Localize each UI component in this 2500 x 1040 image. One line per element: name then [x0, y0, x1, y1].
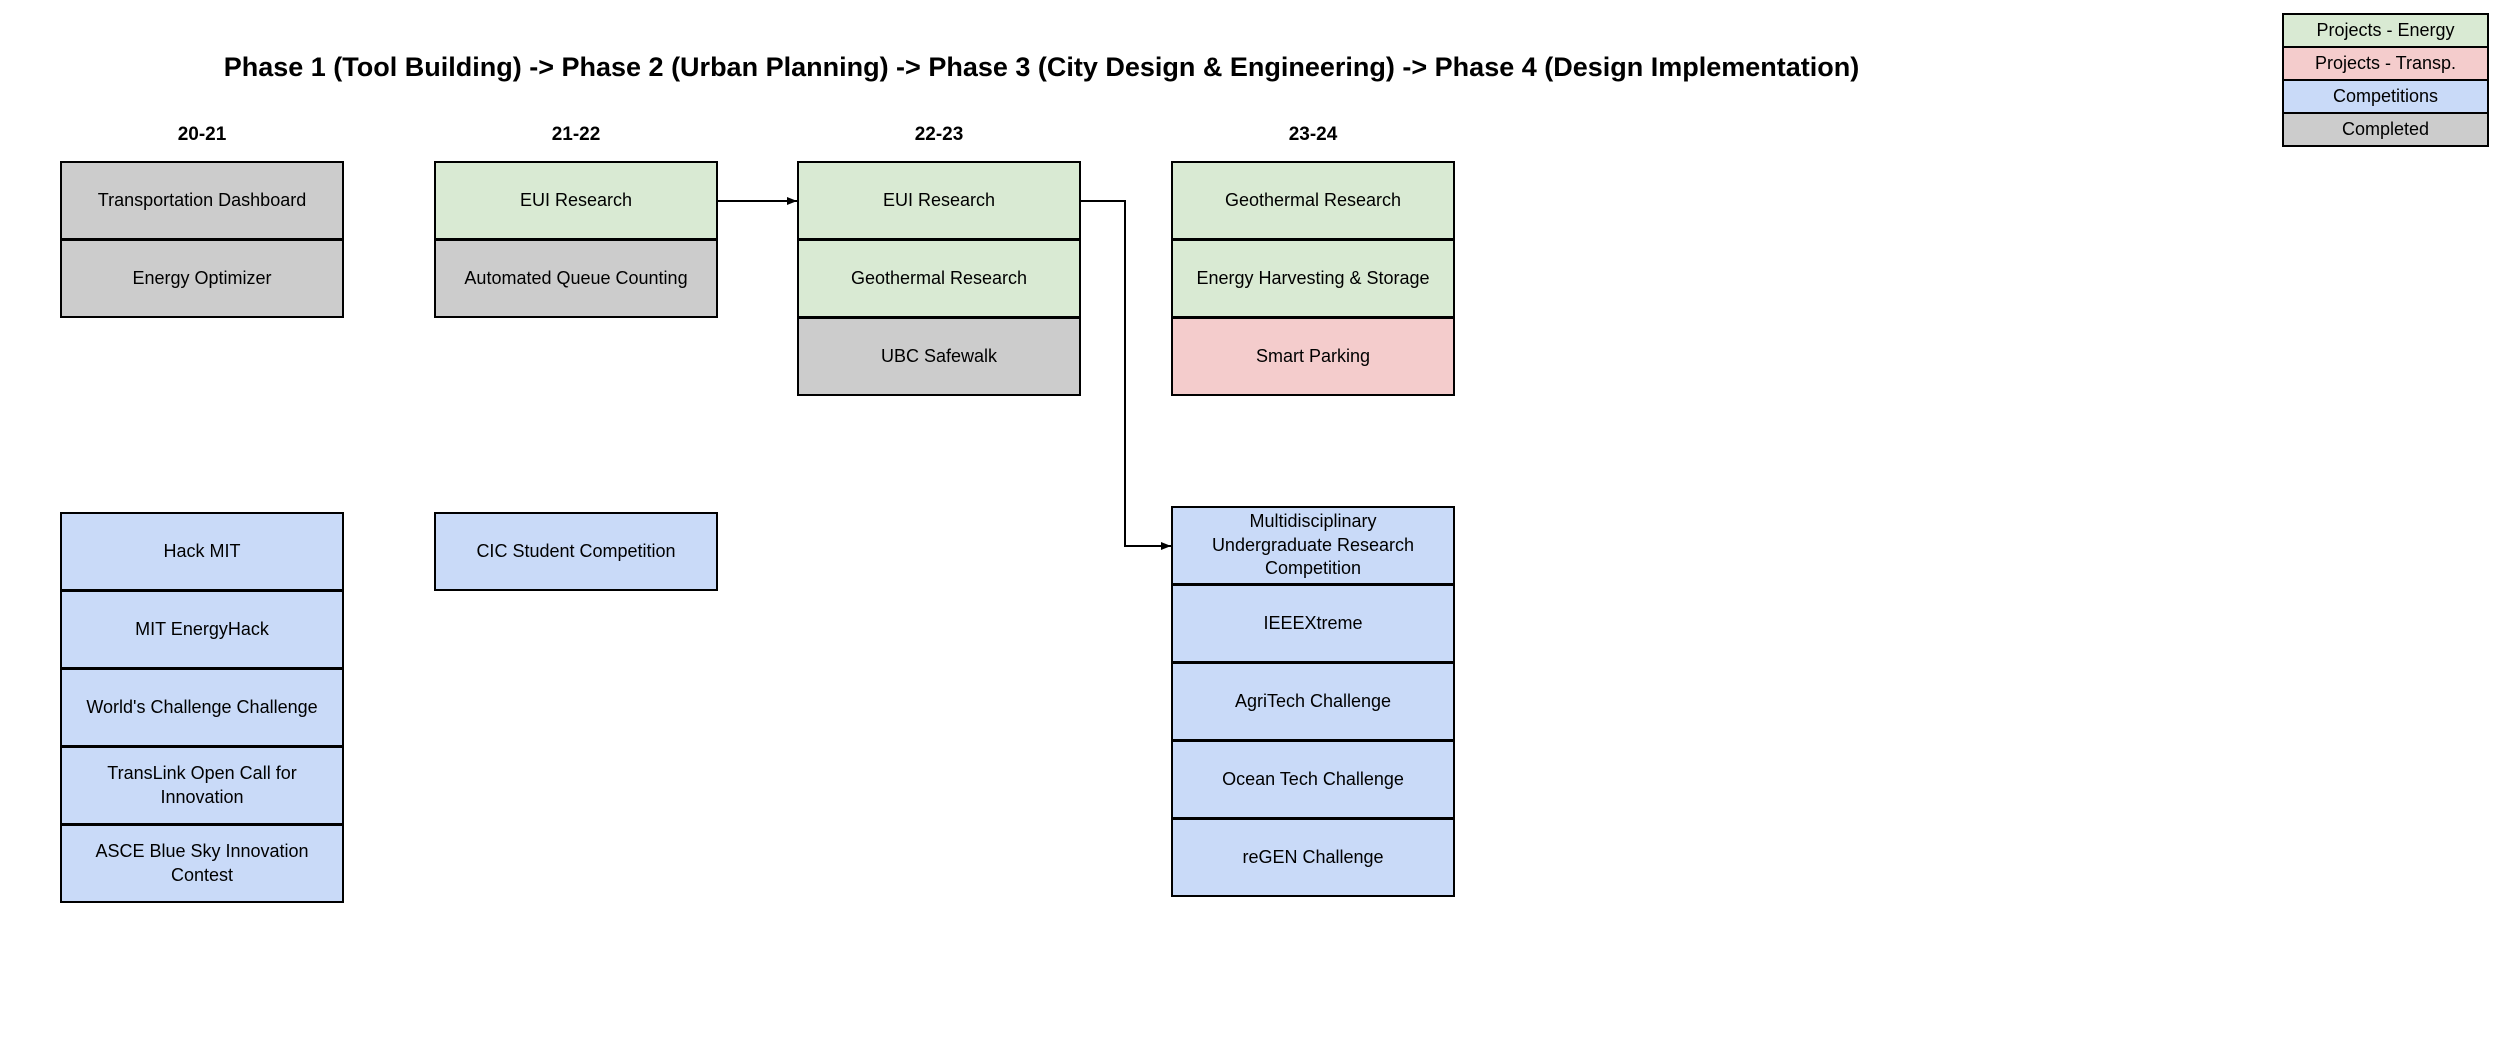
legend: Projects - Energy Projects - Transp. Com… [2282, 13, 2489, 147]
column-heading-21-22: 21-22 [551, 124, 601, 145]
project-label: UBC Safewalk [880, 345, 998, 366]
project-box-energy-optimizer: Energy Optimizer [60, 239, 344, 318]
competition-box-ocean-tech-challenge: Ocean Tech Challenge [1171, 740, 1455, 819]
competition-box-hack-mit: Hack MIT [60, 512, 344, 591]
competition-box-regen-challenge: reGEN Challenge [1171, 818, 1455, 897]
competition-box-world-s-challenge-challenge: World's Challenge Challenge [60, 668, 344, 747]
competition-label: AgriTech Challenge [1234, 690, 1392, 711]
project-label: Energy Optimizer [132, 267, 272, 288]
competition-box-ieeextreme: IEEEXtreme [1171, 584, 1455, 663]
column-heading-20-21: 20-21 [177, 124, 227, 145]
competition-label: Multidisciplinary Undergraduate Research… [1211, 511, 1415, 579]
project-label: Energy Harvesting & Storage [1196, 267, 1430, 288]
competition-label: World's Challenge Challenge [86, 696, 318, 717]
project-box-eui-research: EUI Research [434, 161, 718, 240]
legend-item-competitions: Competitions [2282, 79, 2489, 114]
competition-label: ASCE Blue Sky Innovation Contest [95, 841, 309, 885]
legend-item-completed: Completed [2282, 112, 2489, 147]
competition-box-multidisciplinary-undergraduate-research-competition: Multidisciplinary Undergraduate Research… [1171, 506, 1455, 585]
competition-label: reGEN Challenge [1242, 846, 1384, 867]
column-heading-23-24: 23-24 [1288, 124, 1338, 145]
project-label: Automated Queue Counting [464, 267, 688, 288]
competition-label: Ocean Tech Challenge [1222, 768, 1404, 789]
project-box-energy-harvesting-storage: Energy Harvesting & Storage [1171, 239, 1455, 318]
competition-box-translink-open-call-for-innovation: TransLink Open Call for Innovation [60, 746, 344, 825]
project-label: Geothermal Research [850, 267, 1028, 288]
column-heading-22-23: 22-23 [914, 124, 964, 145]
project-box-ubc-safewalk: UBC Safewalk [797, 317, 1081, 396]
competition-label: Hack MIT [163, 540, 241, 561]
competition-label: MIT EnergyHack [135, 618, 269, 639]
project-box-automated-queue-counting: Automated Queue Counting [434, 239, 718, 318]
competition-label: TransLink Open Call for Innovation [107, 763, 297, 807]
arrow-eui-2223-to-murc-2324 [1081, 200, 1171, 550]
project-label: Geothermal Research [1224, 189, 1402, 210]
project-label: EUI Research [519, 189, 633, 210]
project-box-smart-parking: Smart Parking [1171, 317, 1455, 396]
competition-label: IEEEXtreme [1263, 612, 1363, 633]
project-label: Transportation Dashboard [97, 189, 307, 210]
project-label: EUI Research [882, 189, 996, 210]
competition-box-mit-energyhack: MIT EnergyHack [60, 590, 344, 669]
competition-box-agritech-challenge: AgriTech Challenge [1171, 662, 1455, 741]
competition-label: CIC Student Competition [476, 540, 676, 561]
project-label: Smart Parking [1255, 345, 1371, 366]
competition-box-cic-student-competition: CIC Student Competition [434, 512, 718, 591]
legend-item-energy: Projects - Energy [2282, 13, 2489, 48]
project-box-geothermal-research: Geothermal Research [797, 239, 1081, 318]
legend-item-transp: Projects - Transp. [2282, 46, 2489, 81]
diagram-title: Phase 1 (Tool Building) -> Phase 2 (Urba… [223, 52, 1860, 82]
competition-box-asce-blue-sky-innovation-contest: ASCE Blue Sky Innovation Contest [60, 824, 344, 903]
project-box-eui-research: EUI Research [797, 161, 1081, 240]
